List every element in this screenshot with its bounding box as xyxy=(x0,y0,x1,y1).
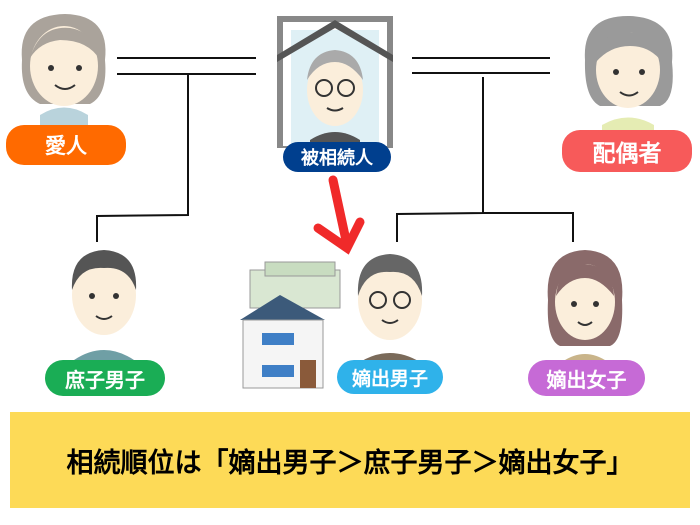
label-illegitimate-son: 庶子男子 xyxy=(45,360,165,396)
label-legitimate-son: 嫡出男子 xyxy=(337,360,443,394)
label-deceased: 被相続人 xyxy=(283,142,391,172)
inheritance-house-money xyxy=(240,261,341,389)
label-legitimate-daughter: 嫡出女子 xyxy=(528,360,645,396)
legitimate-daughter-portrait xyxy=(547,250,623,362)
illegitimate-son-portrait xyxy=(71,250,137,360)
red-arrow xyxy=(313,175,365,255)
legitimate-son-portrait xyxy=(357,254,423,362)
banner-text: 相続順位は「嫡出男子＞庶子男子＞嫡出女子」 xyxy=(66,447,634,479)
deceased-portrait xyxy=(277,16,393,148)
inheritance-order-banner: 相続順位は「嫡出男子＞庶子男子＞嫡出女子」 xyxy=(10,412,690,508)
mistress-portrait xyxy=(21,14,106,126)
spouse-portrait xyxy=(584,15,673,132)
label-spouse: 配偶者 xyxy=(562,130,692,172)
label-mistress: 愛人 xyxy=(6,125,126,165)
